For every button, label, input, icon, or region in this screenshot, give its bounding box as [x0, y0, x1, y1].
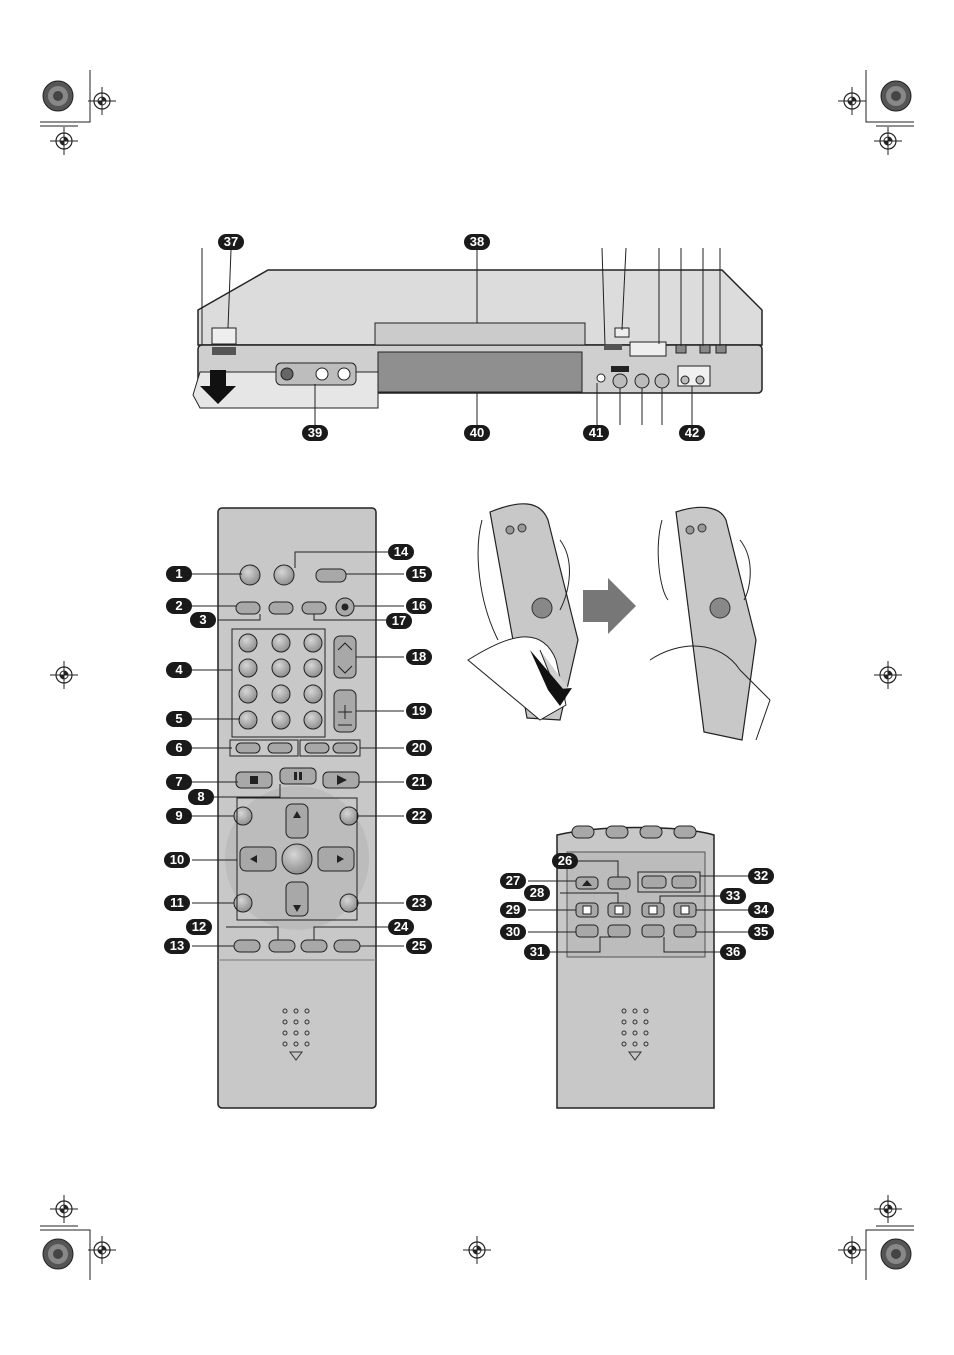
callout-5: 5 [166, 711, 192, 727]
callout-37: 37 [218, 234, 244, 250]
callout-13: 13 [164, 938, 190, 954]
callout-40: 40 [464, 425, 490, 441]
callout-9: 9 [166, 808, 192, 824]
callout-34: 34 [748, 902, 774, 918]
callout-30: 30 [500, 924, 526, 940]
callout-12: 12 [186, 919, 212, 935]
callout-3: 3 [190, 612, 216, 628]
main-remote [218, 508, 376, 1108]
callout-42: 42 [679, 425, 705, 441]
callout-29: 29 [500, 902, 526, 918]
callout-31: 31 [524, 944, 550, 960]
callout-36: 36 [720, 944, 746, 960]
callout-2: 2 [166, 598, 192, 614]
opening-illustration [468, 504, 770, 740]
callout-19: 19 [406, 703, 432, 719]
callout-10: 10 [164, 852, 190, 868]
callout-15: 15 [406, 566, 432, 582]
callout-22: 22 [406, 808, 432, 824]
callout-20: 20 [406, 740, 432, 756]
callout-18: 18 [406, 649, 432, 665]
callout-33: 33 [720, 888, 746, 904]
second-remote [557, 826, 714, 1108]
callout-23: 23 [406, 895, 432, 911]
callout-32: 32 [748, 868, 774, 884]
callout-8: 8 [188, 789, 214, 805]
callout-14: 14 [388, 544, 414, 560]
callout-7: 7 [166, 774, 192, 790]
callout-11: 11 [164, 895, 190, 911]
callout-26: 26 [552, 853, 578, 869]
callout-38: 38 [464, 234, 490, 250]
callout-16: 16 [406, 598, 432, 614]
callout-1: 1 [166, 566, 192, 582]
callout-17: 17 [386, 613, 412, 629]
callout-25: 25 [406, 938, 432, 954]
arrow-right-icon [583, 578, 636, 634]
callout-27: 27 [500, 873, 526, 889]
callout-6: 6 [166, 740, 192, 756]
callout-35: 35 [748, 924, 774, 940]
callout-41: 41 [583, 425, 609, 441]
callout-39: 39 [302, 425, 328, 441]
callout-4: 4 [166, 662, 192, 678]
callout-28: 28 [524, 885, 550, 901]
callout-21: 21 [406, 774, 432, 790]
callout-24: 24 [388, 919, 414, 935]
